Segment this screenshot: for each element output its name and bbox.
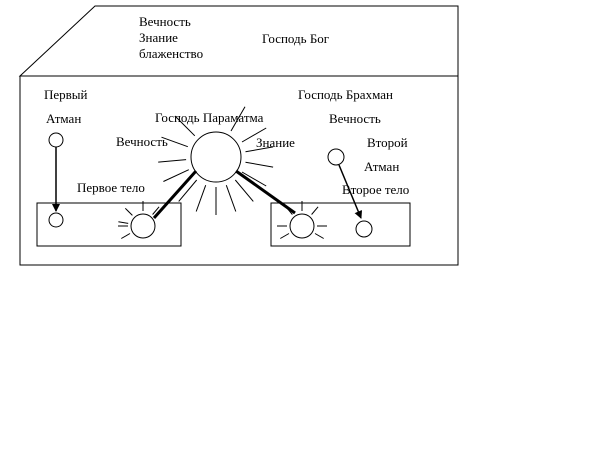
second-body-sun-ray (314, 233, 324, 239)
first-body-sun-ray (121, 233, 131, 239)
second-atman-arrow (338, 164, 363, 219)
second-body-sun-ray (280, 233, 290, 239)
first-body-sun-ray (124, 207, 133, 216)
paramatma-to-second-body-line (235, 169, 296, 215)
house-body-outline (19, 75, 459, 266)
second-body-label: Второе тело (342, 182, 409, 197)
paramatma-ray (245, 161, 274, 168)
paramatma-ray (225, 185, 237, 212)
paramatma-ray (158, 159, 187, 163)
lord-paramatma-label: Господь Параматма (155, 110, 264, 125)
roof-bliss-label: блаженство (139, 46, 203, 61)
paramatma-ray (163, 169, 190, 182)
paramatma-ray (230, 106, 246, 132)
first-atman-body-circle (48, 212, 64, 228)
paramatma-circle (190, 131, 242, 183)
first-body-label: Первое тело (77, 180, 145, 195)
right-eternity-label: Вечность (329, 111, 381, 126)
center-eternity-label: Вечность (116, 134, 168, 149)
center-knowledge-label: Знание (256, 135, 295, 150)
paramatma-ray (178, 179, 198, 202)
paramatma-ray (241, 127, 267, 143)
first-body-box (36, 202, 182, 247)
roof-eternity-label: Вечность (139, 14, 191, 29)
paramatma-ray (195, 185, 207, 212)
first-body-rays (118, 201, 160, 239)
first-atman-circle (48, 132, 64, 148)
paramatma-ray (241, 171, 267, 187)
first-label: Первый (44, 87, 88, 102)
second-atman-body-circle (355, 220, 373, 238)
paramatma-ray (245, 146, 274, 153)
roof-outline (18, 5, 459, 77)
second-atman-label: Атман (364, 159, 399, 174)
paramatma-ray (234, 179, 254, 202)
paramatma-ray (161, 136, 188, 148)
paramatma-ray (174, 115, 196, 137)
second-body-box (270, 202, 411, 247)
first-body-sun-ray (118, 221, 129, 224)
first-atman-label: Атман (46, 111, 81, 126)
lord-brahman-label: Господь Брахман (298, 87, 393, 102)
second-atman-circle (327, 148, 345, 166)
second-body-sun-ray (311, 206, 319, 215)
roof-lord-god-label: Господь Бог (262, 31, 329, 46)
first-body-sun-ray (152, 206, 160, 215)
roof-knowledge-label: Знание (139, 30, 178, 45)
paramatma-rays (158, 106, 274, 215)
paramatma-to-first-body-line (152, 170, 198, 219)
first-body-sun-circle (130, 213, 156, 239)
second-label: Второй (367, 135, 408, 150)
second-body-sun-circle (289, 213, 315, 239)
